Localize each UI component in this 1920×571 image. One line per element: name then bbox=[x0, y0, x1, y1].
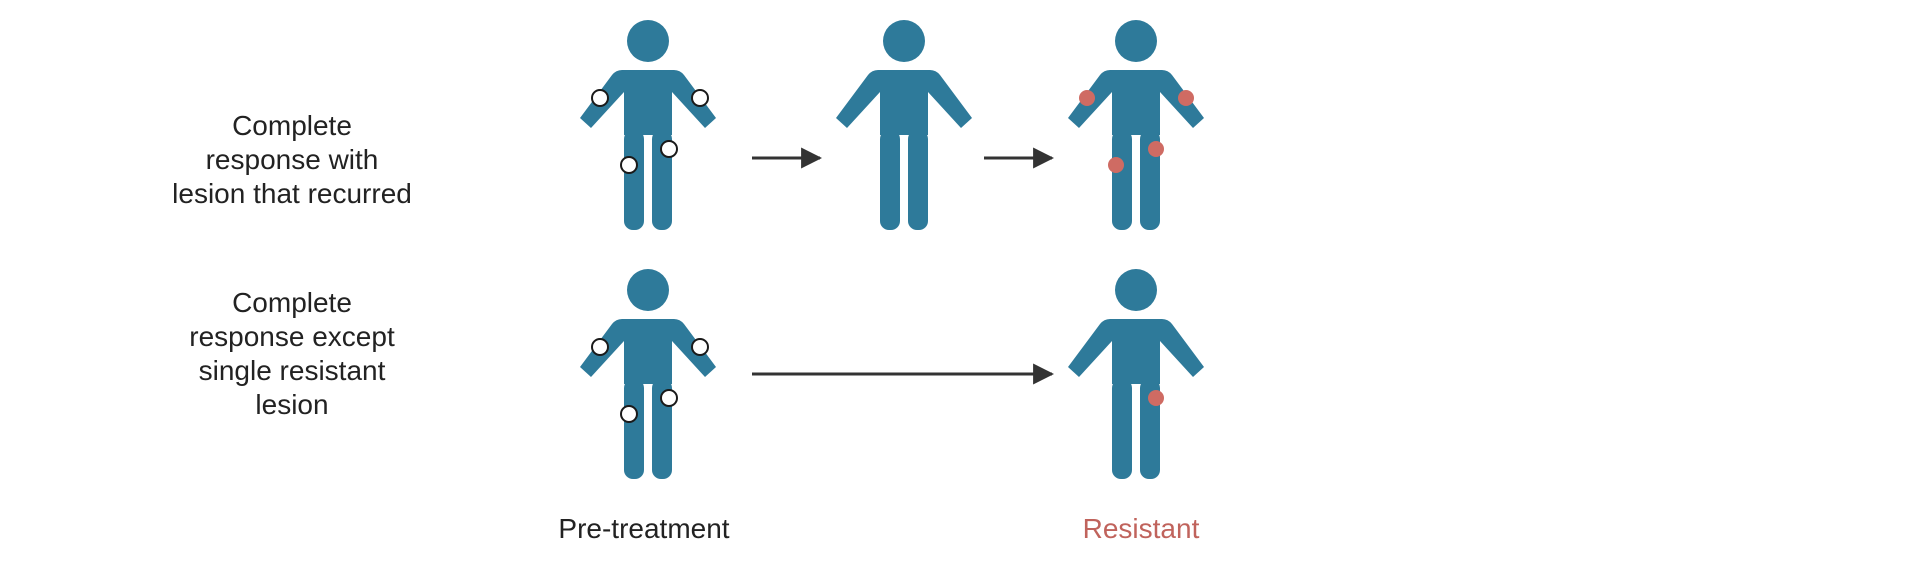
lesion-marker-icon bbox=[691, 89, 709, 107]
lesion-marker-icon bbox=[620, 156, 638, 174]
row-1-label-line-1: Complete bbox=[232, 110, 352, 141]
human-figure-icon bbox=[1068, 20, 1204, 230]
row-1-complete-response-figure bbox=[836, 20, 972, 230]
human-figure-icon bbox=[580, 269, 716, 479]
row-2-label-line-2: response except bbox=[189, 321, 395, 352]
lesion-marker-icon bbox=[691, 338, 709, 356]
row-2-label-line-4: lesion bbox=[255, 389, 329, 420]
lesion-marker-icon bbox=[591, 89, 609, 107]
row-1-label-line-3: lesion that recurred bbox=[172, 178, 412, 209]
lesion-marker-icon bbox=[1079, 90, 1095, 106]
lesion-marker-icon bbox=[591, 338, 609, 356]
row-1-label-line-2: response with bbox=[205, 144, 379, 175]
lesion-marker-icon bbox=[660, 389, 678, 407]
human-figure-icon bbox=[1068, 269, 1204, 479]
row-1-pre-treatment-figure bbox=[580, 20, 716, 230]
lesion-marker-icon bbox=[1148, 390, 1164, 406]
lesion-marker-icon bbox=[660, 140, 678, 158]
lesion-marker-icon bbox=[1108, 157, 1124, 173]
lesion-marker-icon bbox=[1178, 90, 1194, 106]
row-2-label: Complete response except single resistan… bbox=[130, 286, 454, 422]
row-2-label-line-3: single resistant bbox=[198, 355, 386, 386]
pre-treatment-caption: Pre-treatment bbox=[558, 513, 730, 544]
row-2-resistant-figure bbox=[1068, 269, 1204, 479]
human-figure-icon bbox=[580, 20, 716, 230]
row-1-label: Complete response with lesion that recur… bbox=[130, 109, 454, 211]
row-2-label-line-1: Complete bbox=[232, 287, 352, 318]
row-2-pre-treatment-figure bbox=[580, 269, 716, 479]
resistant-caption: Resistant bbox=[1082, 513, 1200, 544]
lesion-marker-icon bbox=[1148, 141, 1164, 157]
lesion-marker-icon bbox=[620, 405, 638, 423]
row-1-resistant-figure bbox=[1068, 20, 1204, 230]
human-figure-icon bbox=[836, 20, 972, 230]
